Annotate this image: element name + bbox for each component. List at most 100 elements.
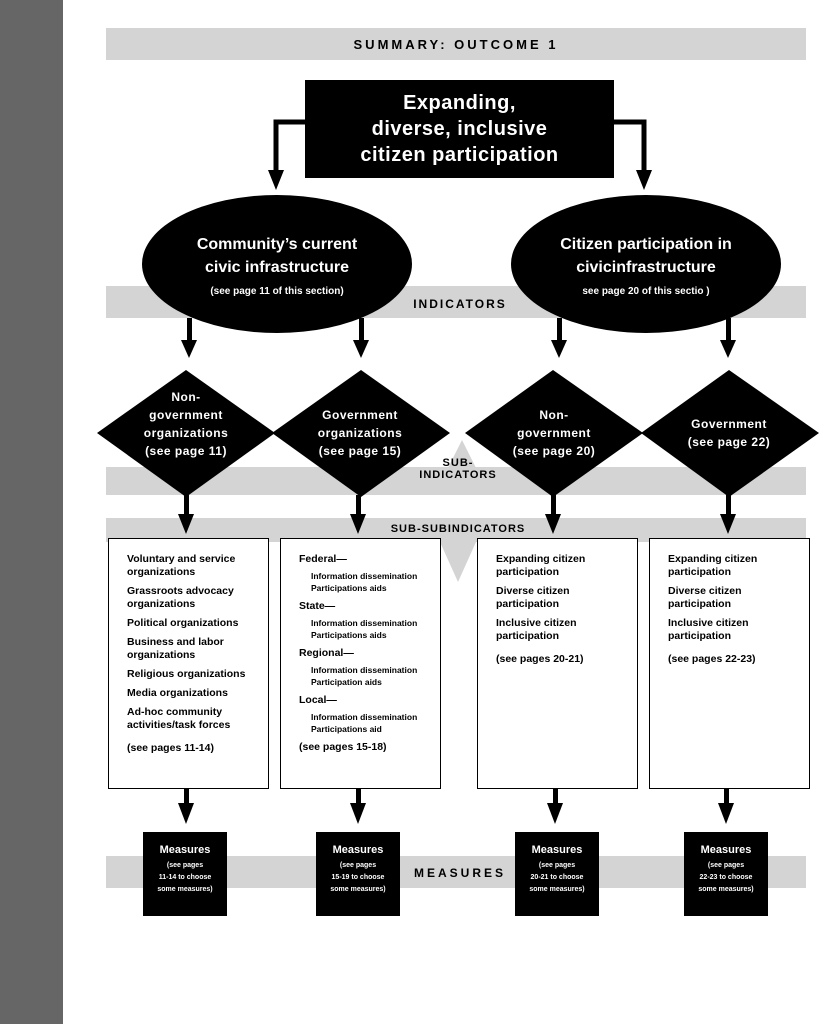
subindicator-1-line4: (see page 11) — [145, 444, 227, 458]
card2-sub-2b: Participations aids — [311, 630, 387, 640]
measures-3-line2: 20-21 to choose — [530, 874, 584, 881]
card4-item-1: Expanding citizen participation — [668, 553, 758, 578]
card3-item-1: Expanding citizen participation — [496, 553, 586, 578]
card2-sub-1a: Information dissemination — [311, 571, 418, 581]
diamond-arrows — [178, 495, 736, 534]
outcome-box: Expanding, diverse, inclusive citizen pa… — [305, 80, 614, 178]
card2-sub-3a: Information dissemination — [311, 665, 418, 675]
indicator-2-ref: see page 20 of this sectio ) — [582, 286, 710, 297]
measures-3-note: (see pages 20-21 to choose some measures… — [515, 860, 599, 896]
measures-3-line3: some measures) — [529, 886, 585, 893]
subindicator-2-line1: Government — [322, 408, 398, 422]
outcome-line-1: Expanding, — [403, 92, 516, 114]
subsubindicators-label: SUB-SUBINDICATORS — [390, 523, 526, 535]
card4-item-3: Inclusive citizen participation — [668, 617, 749, 642]
subsubindicators-pointer — [440, 542, 476, 582]
arrow-right-head — [636, 170, 652, 190]
indicator-2-line2: civicinfrastructure — [576, 259, 716, 276]
arrow-left-head — [268, 170, 284, 190]
summary-band — [106, 28, 806, 60]
subindicator-2-line2: organizations — [317, 426, 403, 440]
indicators-label: INDICATORS — [413, 297, 507, 311]
subindicator-1-line1: Non- — [171, 390, 201, 404]
card1-see: (see pages 11-14) — [127, 742, 214, 754]
card1-item-4: Business and labor organizations — [127, 636, 224, 661]
measures-1-title: Measures — [159, 844, 211, 856]
subindicators-pointer — [448, 440, 476, 468]
measures-4-line2: 22-23 to choose — [699, 874, 753, 881]
card4-see: (see pages 22-23) — [668, 653, 756, 665]
measures-box-2: Measures (see pages 15-19 to choose some… — [316, 832, 400, 916]
subindicator-3-line3: (see page 20) — [512, 444, 596, 458]
indicator-1-line1: Community’s current — [196, 236, 358, 253]
measures-3-title: Measures — [531, 844, 583, 856]
card1-item-7: Ad-hoc community activities/task forces — [127, 706, 231, 731]
subindicator-diamond-2 — [272, 370, 450, 497]
card2-group-regional: Regional— Information dissemination Part… — [299, 647, 432, 688]
measures-4-line1: (see pages — [707, 862, 745, 869]
measures-3-line1: (see pages — [538, 862, 576, 869]
card1-item-1: Voluntary and service organizations — [127, 553, 236, 578]
subsub-card-2: Federal— Information dissemination Parti… — [280, 538, 441, 789]
card2-header-3: Regional— — [299, 647, 354, 659]
card3-see: (see pages 20-21) — [496, 653, 584, 665]
card2-header-2: State— — [299, 600, 336, 612]
card1-item-2: Grassroots advocacy organizations — [127, 585, 234, 610]
subindicator-1-line2: government — [149, 408, 223, 422]
measures-1-line1: (see pages — [166, 862, 204, 869]
indicator-2-line1: Citizen participation in — [560, 236, 732, 253]
measures-4-title: Measures — [700, 844, 752, 856]
measures-box-1: Measures (see pages 11-14 to choose some… — [143, 832, 227, 916]
measures-2-line2: 15-19 to choose — [331, 874, 385, 881]
subindicator-1-text: Non- government organizations (see page … — [126, 388, 246, 460]
measures-2-line1: (see pages — [339, 862, 377, 869]
card3-item-3: Inclusive citizen participation — [496, 617, 577, 642]
card2-group-local: Local— Information dissemination Partici… — [299, 694, 432, 735]
measures-label: MEASURES — [413, 866, 506, 880]
subindicators-label-line2: INDICATORS — [419, 469, 497, 481]
card4-item-2: Diverse citizen participation — [668, 585, 742, 610]
card2-header-1: Federal— — [299, 553, 347, 565]
card3-item-2: Diverse citizen participation — [496, 585, 570, 610]
measures-1-line3: some measures) — [157, 886, 213, 893]
subsub-card-3: Expanding citizen participation Diverse … — [477, 538, 638, 789]
subindicator-diamond-3 — [465, 370, 643, 497]
card2-sub-4a: Information dissemination — [311, 712, 418, 722]
measures-2-line3: some measures) — [330, 886, 386, 893]
measures-4-note: (see pages 22-23 to choose some measures… — [684, 860, 768, 896]
measures-1-line2: 11-14 to choose — [158, 874, 212, 881]
indicator-oval-2 — [511, 195, 781, 333]
connector-left — [273, 119, 305, 175]
card2-see: (see pages 15-18) — [299, 741, 387, 753]
subindicators-label-line1: SUB- — [442, 457, 474, 469]
subindicator-4-line1: Government — [691, 417, 767, 431]
outcome-line-3: citizen participation — [360, 144, 559, 166]
measures-4-line3: some measures) — [698, 886, 754, 893]
card2-sub-1b: Participations aids — [311, 583, 387, 593]
card2-group-federal: Federal— Information dissemination Parti… — [299, 553, 432, 594]
measures-2-note: (see pages 15-19 to choose some measures… — [316, 860, 400, 896]
subindicator-3-line2: government — [517, 426, 591, 440]
card2-sub-2a: Information dissemination — [311, 618, 418, 628]
outcome-line-2: diverse, inclusive — [371, 118, 548, 140]
subindicator-diamond-1 — [97, 370, 275, 497]
subindicator-4-text: Government (see page 22) — [669, 415, 789, 451]
card2-group-state: State— Information dissemination Partici… — [299, 600, 432, 641]
card2-sub-3b: Participation aids — [311, 677, 382, 687]
card-arrows — [178, 788, 734, 824]
connector-right — [614, 119, 647, 175]
subindicator-1-line3: organizations — [143, 426, 229, 440]
subindicator-3-text: Non- government (see page 20) — [494, 406, 614, 460]
indicator-1-text: Community’s current civic infrastructure… — [152, 233, 402, 299]
oval-arrows — [181, 318, 736, 358]
left-margin-bar — [0, 0, 63, 1024]
subsub-card-4: Expanding citizen participation Diverse … — [649, 538, 810, 789]
card2-sub-4b: Participations aid — [311, 724, 382, 734]
card1-item-6: Media organizations — [127, 687, 228, 699]
subindicator-2-text: Government organizations (see page 15) — [300, 406, 420, 460]
card1-item-3: Political organizations — [127, 617, 239, 629]
measures-2-title: Measures — [332, 844, 384, 856]
summary-heading: SUMMARY: OUTCOME 1 — [353, 37, 559, 52]
indicator-1-line2: civic infrastructure — [204, 259, 350, 276]
